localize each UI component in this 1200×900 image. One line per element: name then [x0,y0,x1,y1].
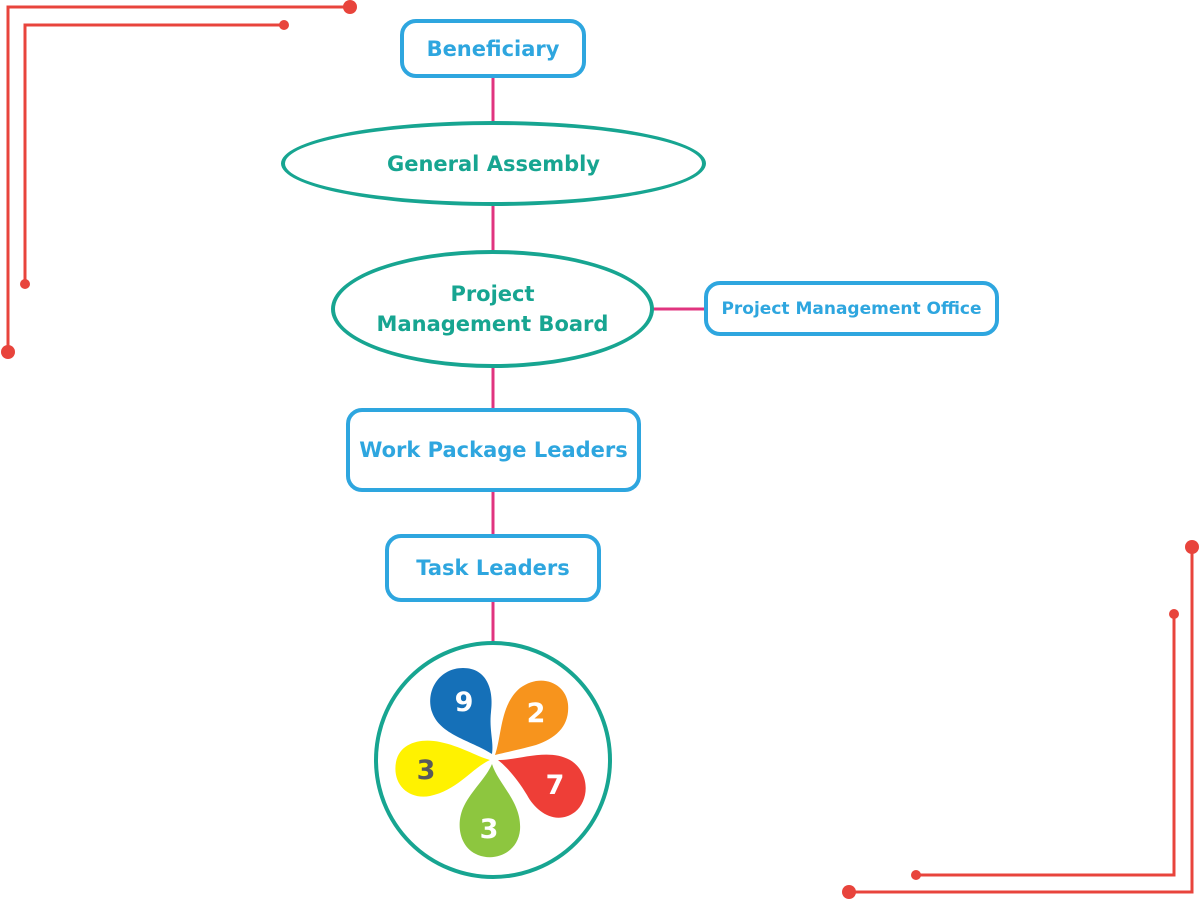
beneficiary-node: Beneficiary [400,19,586,78]
frame-dot [1169,609,1179,619]
logo-petal-blue [430,668,493,754]
logo-petal-label-9: 9 [455,687,474,718]
pmb-label-line1: Project [450,282,535,306]
logo-petal-red [498,754,586,818]
general-assembly-label: General Assembly [386,151,600,176]
frame-line-outer-tl [6,5,350,352]
top-left-frame [6,5,350,352]
logo-petal-label-3-yellow: 3 [417,755,436,786]
beneficiary-label: Beneficiary [426,36,560,61]
frame-line-inner-br [916,614,1176,877]
frame-line-inner-tl [23,23,284,284]
logo-petal-green [459,764,521,858]
frame-dot [911,870,921,880]
frame-dot [279,20,289,30]
wpl-label: Work Package Leaders [359,438,628,462]
frame-dot [20,279,30,289]
frame-dot [1185,540,1199,554]
logo-petal-label-2: 2 [527,698,546,729]
pmb-label-line2: Management Board [376,312,609,336]
frame-line-outer-br [849,547,1194,894]
task-leaders-label: Task Leaders [416,556,570,580]
logo-petal-label-3-green: 3 [480,814,499,845]
logo-petal-yellow [395,740,490,797]
logo-petal-label-7: 7 [546,770,565,801]
project-management-office-node: Project Management Office [704,281,999,336]
work-package-leaders-node: Work Package Leaders [346,408,641,492]
pmo-label: Project Management Office [721,298,982,319]
logo-petal-orange [495,680,569,755]
project-management-board-node: Project Management Board [331,250,654,368]
bottom-right-frame [849,547,1194,894]
task-leaders-node: Task Leaders [385,534,601,602]
general-assembly-node: General Assembly [281,121,706,206]
frame-dot [1,345,15,359]
frame-dot [842,885,856,899]
frame-dot [343,0,357,14]
